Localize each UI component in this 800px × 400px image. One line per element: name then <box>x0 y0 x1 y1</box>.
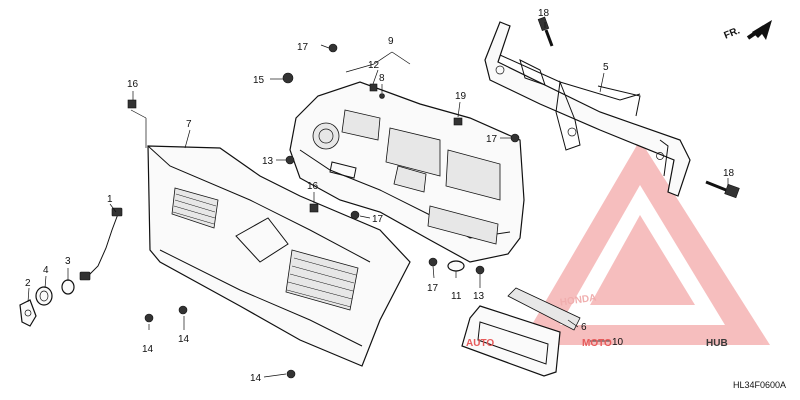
callout-6: 6 <box>581 322 587 333</box>
callout-14-bottom: 14 <box>250 373 262 384</box>
part-8-clip <box>379 93 385 99</box>
part-7-lower-panel <box>147 145 411 367</box>
callout-1: 1 <box>107 194 113 205</box>
watermark-brand: HONDA <box>559 293 597 309</box>
part-19-clip <box>453 117 463 126</box>
callout-8: 8 <box>379 73 385 84</box>
part-17-screw-a <box>328 43 338 53</box>
watermark-moto: MOTO <box>582 338 612 349</box>
callout-4: 4 <box>43 265 49 276</box>
callout-17-bottom: 17 <box>427 283 439 294</box>
part-14-screw-c <box>286 369 296 379</box>
part-14-screw-a <box>144 313 154 323</box>
callouts: 1 2 3 4 5 6 7 8 9 10 11 12 13 13 14 14 1… <box>25 8 735 384</box>
callout-18-top: 18 <box>538 8 550 19</box>
part-9-dash-panel <box>289 81 525 263</box>
part-3-cap <box>61 279 75 295</box>
part-16-clip-upper <box>127 99 137 109</box>
part-13-screw-b <box>475 265 485 275</box>
callout-7: 7 <box>186 119 192 130</box>
callout-9: 9 <box>388 36 394 47</box>
watermark-text: AUTO MOTO HUB <box>466 338 728 349</box>
part-11-grommet <box>447 260 465 272</box>
diagram-code: HL34F0600A <box>732 380 786 390</box>
part-10-lid <box>461 305 561 377</box>
front-direction-arrow-icon <box>746 20 772 40</box>
callout-12: 12 <box>368 60 380 71</box>
part-1-harness <box>79 207 123 281</box>
callout-15: 15 <box>253 75 265 86</box>
part-17-screw-d <box>428 257 438 267</box>
part-12-clip <box>369 83 378 92</box>
watermark-auto: AUTO <box>466 338 494 349</box>
callout-16-upper: 16 <box>127 79 139 90</box>
part-18-bolt-right <box>705 180 740 199</box>
watermark: HONDA <box>520 140 770 345</box>
callout-17-top: 17 <box>297 42 309 53</box>
callout-14-mid: 14 <box>178 334 190 345</box>
callout-10: 10 <box>612 337 624 348</box>
callout-18-right: 18 <box>723 168 735 179</box>
part-15-screw <box>282 72 294 84</box>
callout-3: 3 <box>65 256 71 267</box>
callout-19: 19 <box>455 91 467 102</box>
callout-13-left: 13 <box>262 156 274 167</box>
part-14-screw-b <box>178 305 188 315</box>
watermark-hub: HUB <box>706 338 728 349</box>
callout-17-right: 17 <box>486 134 498 145</box>
part-17-screw-c <box>510 133 520 143</box>
callout-17-mid: 17 <box>372 214 384 225</box>
part-2-socket <box>19 299 37 327</box>
part-13-screw-a <box>285 155 295 165</box>
glove-panel-grilles <box>172 193 357 308</box>
leader-lines <box>27 22 729 378</box>
callout-14-left: 14 <box>142 344 154 355</box>
callout-5: 5 <box>603 62 609 73</box>
callout-13-right: 13 <box>473 291 485 302</box>
callout-16-mid: 16 <box>307 181 319 192</box>
part-5-frame <box>484 21 691 197</box>
part-18-bolt-top <box>537 16 554 47</box>
callout-2: 2 <box>25 278 31 289</box>
part-16-clip-mid <box>309 203 319 213</box>
part-4-plug <box>35 286 53 306</box>
callout-11: 11 <box>451 291 462 302</box>
part-17-screw-b <box>350 210 360 220</box>
part-6-seal <box>507 287 581 331</box>
